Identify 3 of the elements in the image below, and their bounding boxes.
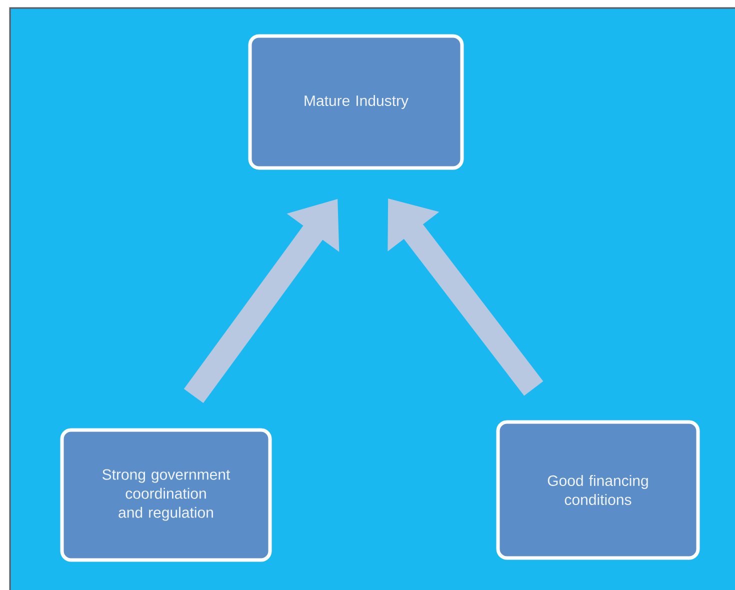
process-box: Mature Industry bbox=[248, 34, 464, 170]
process-box: Good financing conditions bbox=[496, 420, 700, 560]
process-box: Strong government coordination and regulation bbox=[60, 428, 272, 562]
